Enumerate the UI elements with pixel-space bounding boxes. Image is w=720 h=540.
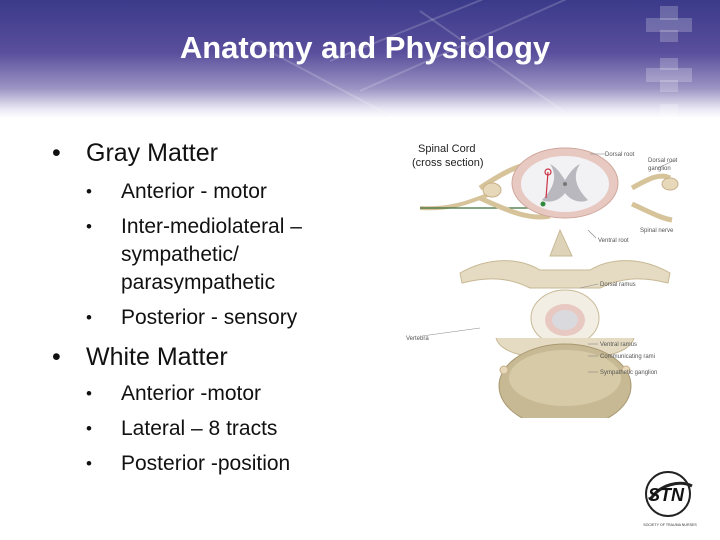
sub-bullet: • Anterior -motor [52,380,382,408]
title-banner: Anatomy and Physiology [0,0,720,118]
sub-bullet-text: Anterior - motor [121,180,267,203]
bullet-marker: • [52,139,61,167]
bullet-white-matter: • White Matter [52,340,382,378]
bullet-marker: • [86,217,92,236]
sub-bullet-text: Inter-mediolateral – sympathetic/ parasy… [121,215,302,294]
bullet-list: • Gray Matter • Anterior - motor • Inter… [52,136,382,478]
stn-logo: STN SOCIETY OF TRAUMA NURSES [643,471,697,527]
bullet-marker: • [86,182,92,201]
logo-caption: SOCIETY OF TRAUMA NURSES [643,523,697,527]
label-dorsal-root-ganglion-line2: ganglion [648,166,671,172]
label-dorsal-root: Dorsal root [605,152,635,158]
bullet-marker: • [86,384,92,403]
leader-lines [421,153,676,373]
sub-bullet-text: Posterior - sensory [121,306,298,329]
spinal-cord-cross-section [419,147,679,223]
bullet-text: White Matter [86,343,228,371]
label-ventral-ramus: Ventral ramus [600,342,637,348]
sub-bullet: • Anterior - motor [52,178,382,206]
bullet-marker: • [52,343,61,371]
sub-bullet: • Posterior - sensory [52,304,382,332]
logo-mark: STN [648,485,685,505]
label-dorsal-ramus: Dorsal ramus [600,282,636,288]
bullet-marker: • [86,308,92,327]
label-ventral-root: Ventral root [598,238,629,244]
bullet-marker: • [86,419,92,438]
diagram-heading: Spinal Cord [418,143,475,155]
vertebra [459,228,671,418]
sub-bullet: • Lateral – 8 tracts [52,415,382,443]
slide-title: Anatomy and Physiology [179,30,551,65]
sub-bullet-text: Posterior -position [121,452,291,475]
label-communicating-rami: Communicating rami [600,354,655,360]
label-dorsal-root-ganglion-line1: Dorsal root [648,158,678,164]
decorative-crosses-icon [646,6,692,116]
bullet-marker: • [86,454,92,473]
bullet-gray-matter: • Gray Matter [52,136,382,174]
diagram-subheading: (cross section) [412,157,484,169]
sub-bullet: • Posterior -position [52,450,382,478]
spinal-cord-diagram: Spinal Cord (cross section) [406,143,679,418]
bullet-text: Gray Matter [86,139,218,167]
sub-bullet: • Inter-mediolateral – sympathetic/ para… [52,213,382,297]
label-vertebra: Vertebra [406,336,429,342]
label-spinal-nerve: Spinal nerve [640,228,674,234]
sub-bullet-text: Anterior -motor [121,382,262,405]
label-sympathetic-ganglion: Sympathetic ganglion [600,370,657,376]
sub-bullet-text: Lateral – 8 tracts [121,417,278,440]
